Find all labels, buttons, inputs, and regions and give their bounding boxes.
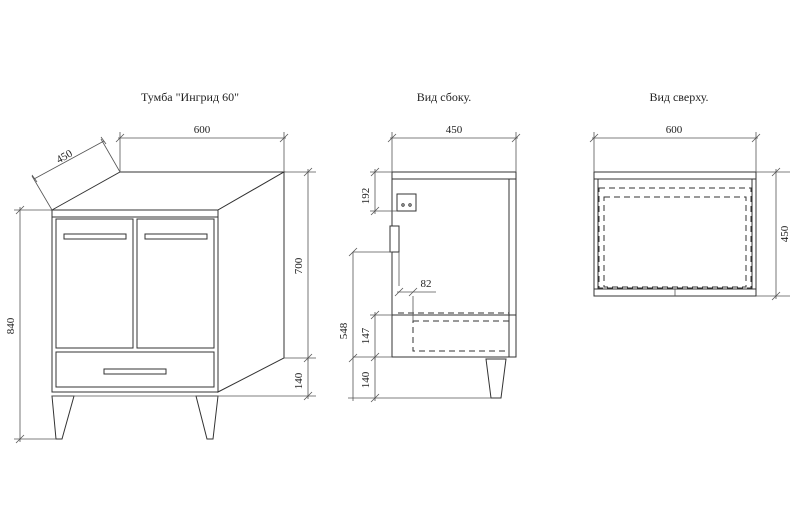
top-depth-dim: 450 [779, 225, 791, 242]
side-dim-82: 82 [421, 278, 432, 290]
cabinet-top-board [51, 209, 219, 218]
front-left-leg [51, 395, 75, 440]
front-right-leg [195, 395, 219, 440]
side-dim-548: 548 [338, 322, 350, 339]
right-door-handle [144, 233, 208, 240]
front-view-title: Тумба "Ингрид 60" [141, 90, 239, 104]
left-door [55, 218, 134, 349]
socket-box [396, 193, 417, 212]
side-depth-dim: 450 [446, 124, 463, 136]
left-door-handle [63, 233, 127, 240]
siphon-outlet [389, 225, 400, 253]
top-width-dim: 600 [666, 124, 683, 136]
side-leg-height-dim: 140 [360, 371, 372, 388]
drawer-front [55, 351, 215, 388]
top-view-title: Вид сверху. [649, 90, 708, 104]
top-inner-dashed-outer [598, 187, 752, 289]
front-total-height-dim: 840 [5, 317, 17, 334]
front-body-height-dim: 700 [293, 257, 305, 274]
side-drawer-outline [412, 320, 510, 352]
cabinet-side-panel [217, 171, 285, 393]
front-width-dim: 600 [194, 124, 211, 136]
top-outline [593, 171, 757, 297]
side-dim-147: 147 [360, 327, 372, 344]
cabinet-front-body [51, 216, 219, 393]
side-view-title: Вид сбоку. [417, 90, 472, 104]
front-leg-height-dim: 140 [293, 372, 305, 389]
front-depth-dim: 450 [54, 147, 75, 166]
right-door [136, 218, 215, 349]
side-leg [485, 358, 507, 399]
side-view: 450 192 82 548 147 140 [338, 124, 521, 403]
side-countertop [391, 171, 517, 180]
front-view: 600 450 840 700 140 [5, 124, 316, 444]
top-inner-dashed-inner [603, 196, 747, 288]
side-dim-192: 192 [360, 188, 372, 205]
top-view: 600 450 [589, 124, 791, 301]
drawer-handle [103, 368, 167, 375]
